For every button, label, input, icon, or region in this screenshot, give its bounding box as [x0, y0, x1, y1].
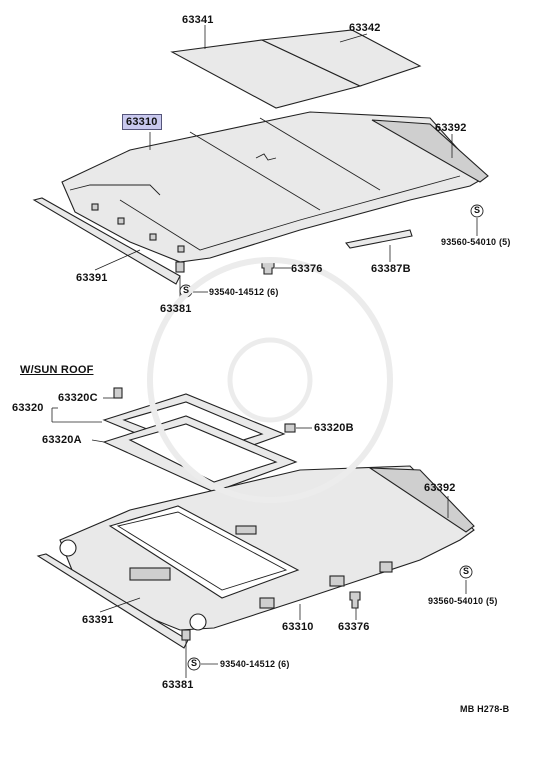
label-63392[interactable]: 63392: [435, 122, 467, 134]
label-63310-sunroof[interactable]: 63310: [282, 621, 314, 633]
sunroof-opening: [108, 505, 300, 599]
label-63392-sunroof[interactable]: 63392: [424, 482, 456, 494]
screw-mark: S: [191, 658, 198, 668]
label-63342[interactable]: 63342: [349, 22, 381, 34]
label-63310-highlighted[interactable]: 63310: [122, 114, 162, 130]
label-93560-sunroof[interactable]: 93560-54010 (5): [428, 596, 498, 606]
reference-code: MB H278-B: [460, 704, 510, 714]
rail-63392: [371, 119, 489, 183]
label-93540[interactable]: 93540-14512 (6): [209, 287, 279, 297]
label-63341[interactable]: 63341: [182, 14, 214, 26]
headliner-63310: [61, 111, 485, 263]
roof-pad-63342: [260, 29, 422, 87]
label-63320a[interactable]: 63320A: [42, 434, 82, 446]
screw-mark: S: [463, 566, 470, 576]
label-63381-sunroof[interactable]: 63381: [162, 679, 194, 691]
label-63391[interactable]: 63391: [76, 272, 108, 284]
screw-93560-icon: [470, 204, 484, 218]
assist-grip-63387b: [345, 229, 413, 249]
label-63376-sunroof[interactable]: 63376: [338, 621, 370, 633]
screw-mark: S: [474, 205, 481, 215]
section-title: W/SUN ROOF: [20, 364, 94, 376]
clip-63381: [175, 261, 185, 273]
label-63381[interactable]: 63381: [160, 303, 192, 315]
label-63320[interactable]: 63320: [12, 402, 44, 414]
screw-mark: S: [183, 285, 190, 295]
label-63391-sunroof[interactable]: 63391: [82, 614, 114, 626]
label-63320b[interactable]: 63320B: [314, 422, 354, 434]
label-63320c[interactable]: 63320C: [58, 392, 98, 404]
label-63387b[interactable]: 63387B: [371, 263, 411, 275]
clip-63376: [261, 261, 275, 275]
label-63376[interactable]: 63376: [291, 263, 323, 275]
label-93560[interactable]: 93560-54010 (5): [441, 237, 511, 247]
label-93540-sunroof[interactable]: 93540-14512 (6): [220, 659, 290, 669]
